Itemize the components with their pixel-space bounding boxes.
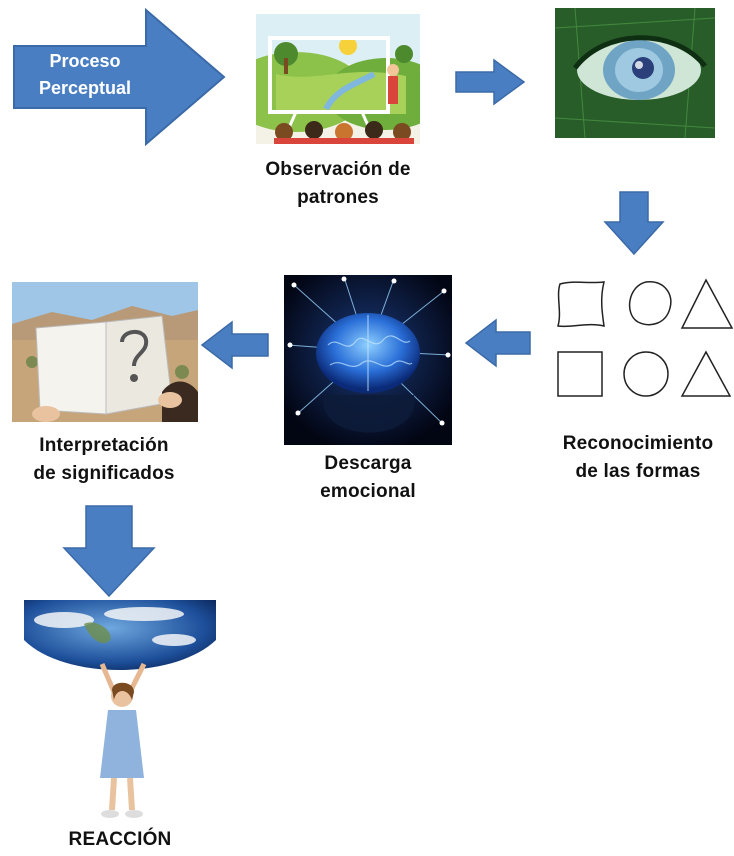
- shapes-image: [548, 272, 734, 412]
- arrow-left-2: [200, 320, 270, 370]
- eye-image: [555, 8, 715, 138]
- label-observacion-line2: patrones: [297, 187, 379, 208]
- label-reconocimiento: Reconocimiento de las formas: [542, 430, 734, 486]
- start-label: Proceso Perceptual: [26, 48, 144, 102]
- label-reconocimiento-line2: de las formas: [575, 461, 701, 482]
- arrow-down-1: [603, 190, 665, 256]
- observation-image: [256, 14, 420, 144]
- brain-image: [284, 275, 452, 445]
- arrow-right-1: [454, 58, 526, 106]
- arrow-left-1: [464, 318, 532, 368]
- book-image: [12, 282, 198, 422]
- label-interpretacion-line2: de significados: [33, 463, 175, 484]
- label-interpretacion: Interpretación de significados: [6, 432, 202, 488]
- arrow-down-2: [62, 504, 156, 598]
- label-descarga-line2: emocional: [320, 481, 416, 502]
- reaction-image: [24, 600, 216, 822]
- label-descarga: Descarga emocional: [280, 450, 456, 506]
- label-reaccion: REACCIÓN: [20, 826, 220, 854]
- label-interpretacion-line1: Interpretación: [39, 435, 169, 456]
- start-arrow: [10, 8, 230, 146]
- label-reconocimiento-line1: Reconocimiento: [562, 433, 714, 454]
- label-observacion: Observación de patrones: [246, 156, 430, 212]
- label-observacion-line1: Observación de: [265, 159, 411, 180]
- start-label-line2: Perceptual: [38, 78, 132, 98]
- label-descarga-line1: Descarga: [324, 453, 412, 474]
- start-label-line1: Proceso: [49, 51, 121, 71]
- label-reaccion-line1: REACCIÓN: [68, 829, 172, 850]
